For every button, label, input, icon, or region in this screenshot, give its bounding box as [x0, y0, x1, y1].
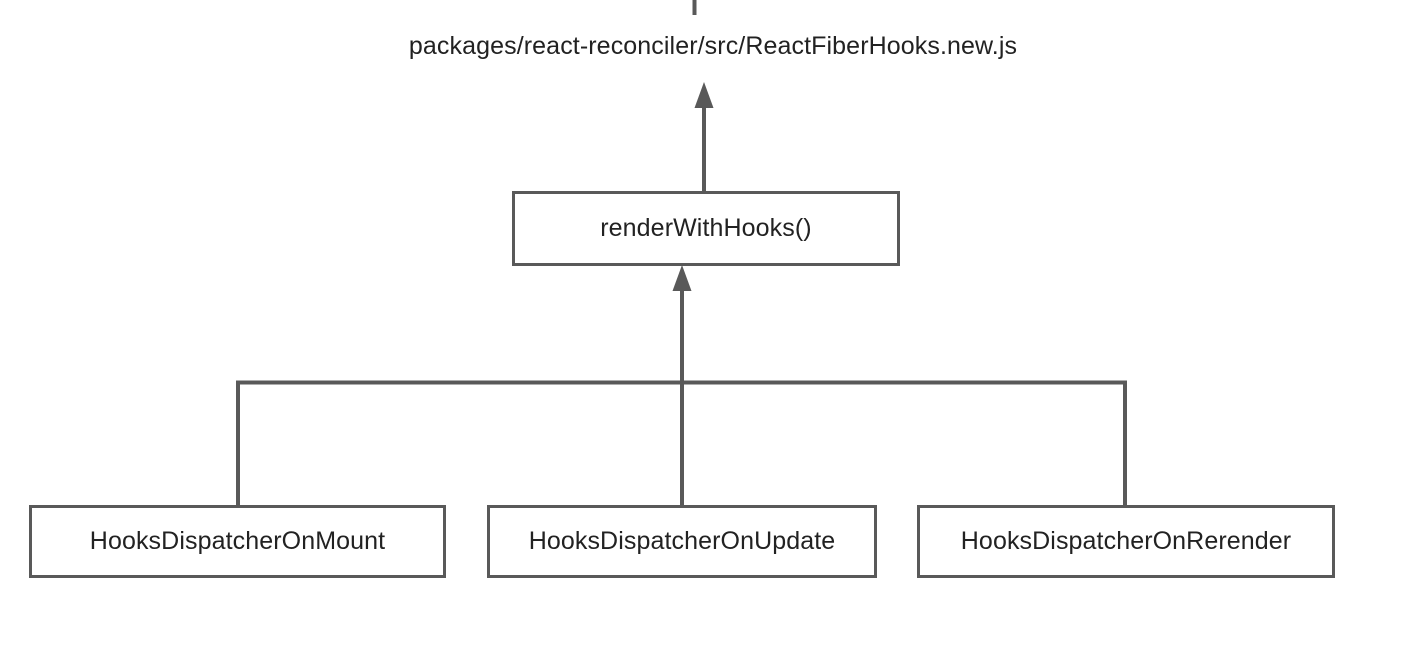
node-hooks-dispatcher-on-rerender[interactable]: HooksDispatcherOnRerender	[917, 505, 1335, 578]
node-render-with-hooks[interactable]: renderWithHooks()	[512, 191, 900, 266]
arrowhead-up-to-file	[694, 82, 714, 108]
file-path-label: packages/react-reconciler/src/ReactFiber…	[408, 32, 1018, 60]
node-hooks-dispatcher-on-mount[interactable]: HooksDispatcherOnMount	[29, 505, 446, 578]
node-hooks-dispatcher-on-update[interactable]: HooksDispatcherOnUpdate	[487, 505, 877, 578]
arrowhead-up-to-render-with-hooks	[672, 265, 692, 291]
